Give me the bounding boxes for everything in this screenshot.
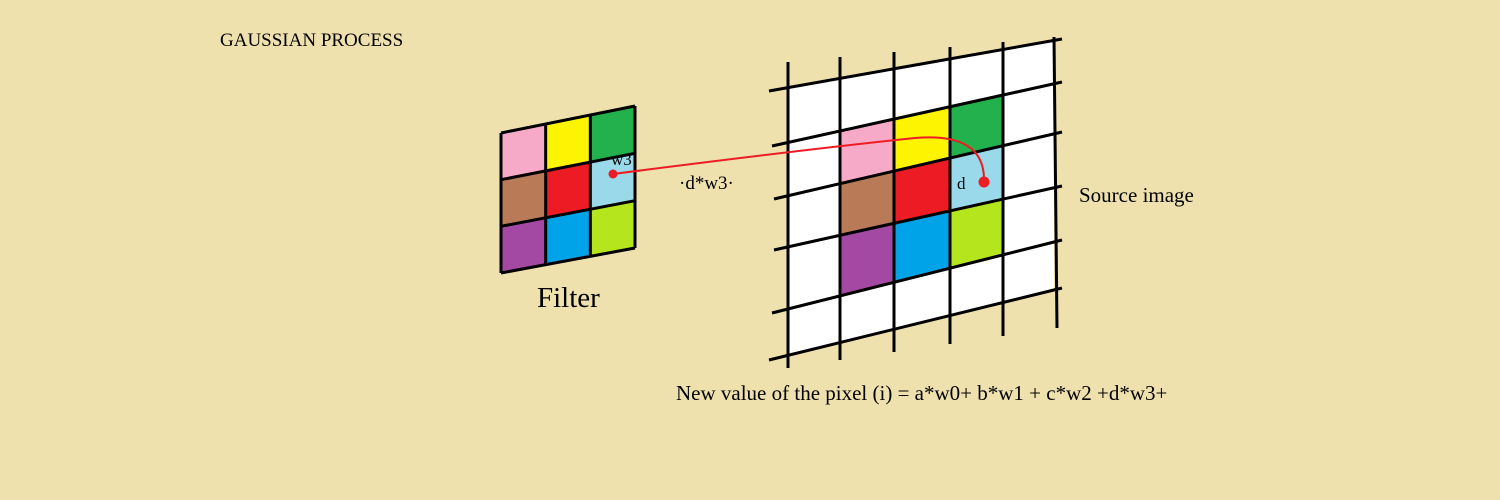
filter-grid-line (500, 246, 636, 275)
source-overlay-cell (950, 145, 1003, 211)
source-overlay-cell (894, 210, 950, 283)
connector-arrow (608, 136, 990, 188)
filter-weight-label: w3 (611, 150, 632, 169)
source-image-overlay (840, 95, 1003, 296)
connector-end-dot (978, 176, 990, 188)
connector-label: ·d*w3· (679, 173, 734, 194)
connector-start-dot (608, 169, 618, 179)
pixel-formula: New value of the pixel (i) = a*w0+ b*w1 … (676, 381, 1168, 405)
source-overlay-cell (840, 223, 894, 296)
filter-cell (590, 106, 635, 163)
filter-grid (501, 106, 635, 273)
diagram-title: GAUSSIAN PROCESS (220, 30, 404, 51)
source-grid-line (768, 37, 1063, 93)
source-grid-line (773, 130, 1063, 201)
source-image-caption: Source image (1079, 183, 1194, 207)
filter-caption: Filter (537, 282, 600, 314)
source-image-grid-lines (768, 36, 1063, 368)
filter-grid-line (500, 199, 636, 228)
source-overlay-cell (950, 95, 1003, 159)
source-pixel-label: d (957, 174, 966, 193)
source-overlay-cell (840, 119, 894, 184)
source-grid-line (1052, 36, 1059, 329)
source-overlay-cell (950, 199, 1003, 269)
filter-cell (501, 217, 546, 273)
source-overlay-cell (894, 106, 950, 172)
filter-grid-line (500, 104, 636, 135)
filter-grid-lines (499, 104, 637, 275)
filter-cell (545, 209, 591, 265)
source-grid-line (768, 286, 1063, 362)
connector-path (612, 136, 986, 182)
filter-cell (545, 115, 591, 171)
filter-cell (590, 153, 635, 210)
source-grid-line (773, 184, 1063, 252)
source-grid-line (771, 80, 1063, 148)
filter-grid-line (500, 151, 636, 182)
source-overlay-cell (840, 171, 894, 236)
filter-cell (501, 124, 546, 180)
filter-cell (501, 170, 546, 227)
source-grid-line (771, 238, 1063, 315)
source-overlay-cell (894, 158, 950, 224)
filter-cell (545, 162, 591, 218)
filter-cell (590, 200, 635, 257)
